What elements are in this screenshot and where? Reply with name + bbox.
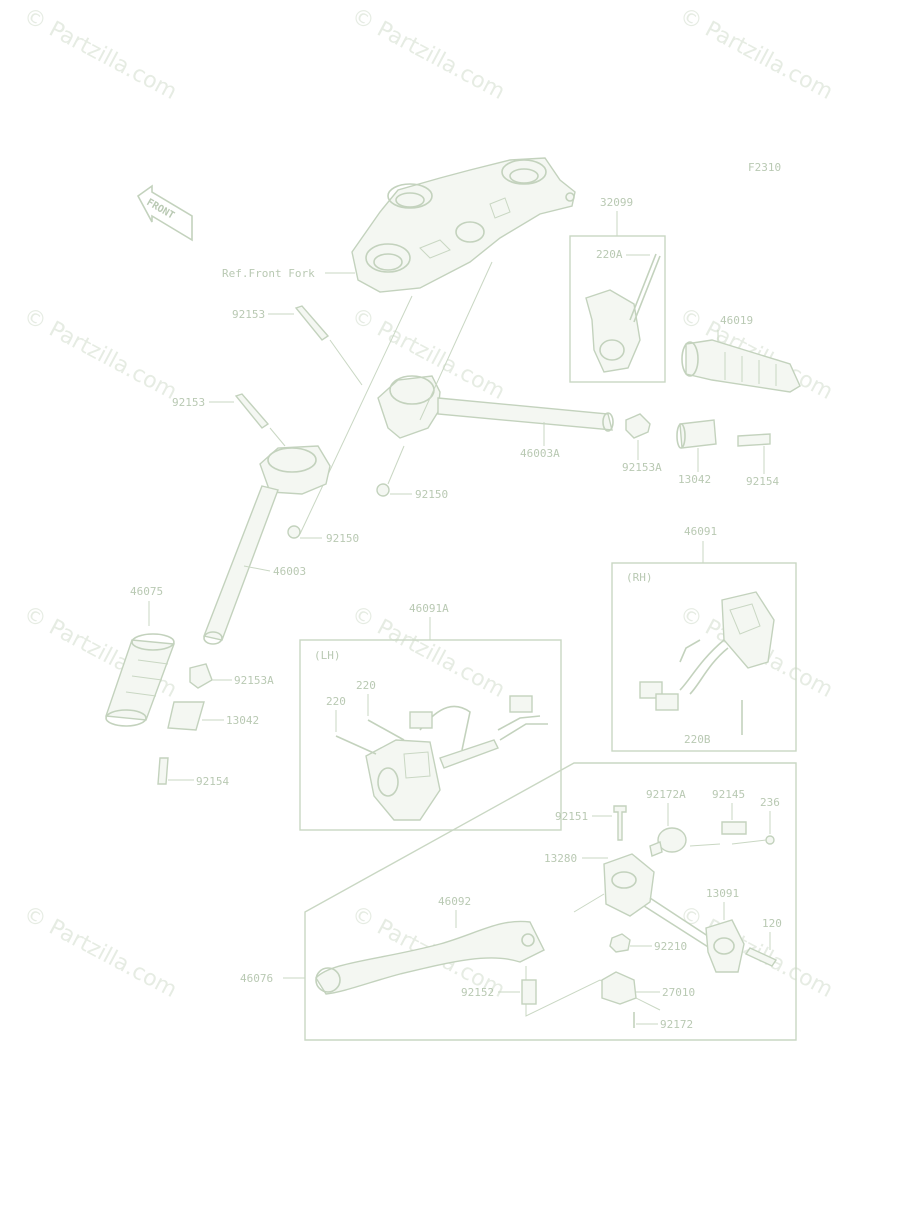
upper-triple-clamp xyxy=(351,157,576,293)
left-grip xyxy=(105,633,175,727)
watermark-10: © Partzilla.com xyxy=(19,901,181,1003)
label-13042-left: 13042 xyxy=(226,714,259,727)
label-13091: 13091 xyxy=(706,887,739,900)
watermark-4: © Partzilla.com xyxy=(19,303,181,405)
label-92210: 92210 xyxy=(654,940,687,953)
label-236: 236 xyxy=(760,796,780,809)
label-46076: 46076 xyxy=(240,972,273,985)
bar-end-weight-left xyxy=(189,663,213,689)
weight-13042-right xyxy=(679,419,717,449)
label-46019: 46019 xyxy=(720,314,753,327)
switch-27010 xyxy=(601,971,637,1005)
label-220-b: 220 xyxy=(326,695,346,708)
label-92172: 92172 xyxy=(660,1018,693,1031)
adjuster-92172A xyxy=(649,827,687,857)
rh-box-label: (RH) xyxy=(626,571,653,584)
label-92145: 92145 xyxy=(712,788,745,801)
right-handlebar xyxy=(377,375,614,439)
clutch-lever xyxy=(315,920,545,995)
label-46075: 46075 xyxy=(130,585,163,598)
label-92153-left: 92153 xyxy=(172,396,205,409)
rh-switch-assembly xyxy=(639,591,775,735)
label-46003A: 46003A xyxy=(520,447,560,460)
lh-switch-box xyxy=(299,639,562,831)
label-92150-left: 92150 xyxy=(326,532,359,545)
label-220A: 220A xyxy=(596,248,623,261)
bolt-92153-left xyxy=(234,393,270,429)
label-220-a: 220 xyxy=(356,679,376,692)
label-13280: 13280 xyxy=(544,852,577,865)
label-92153-top: 92153 xyxy=(232,308,265,321)
bolt-92150-center xyxy=(376,483,390,497)
screw-236 xyxy=(765,835,775,845)
right-grip xyxy=(681,339,801,393)
label-92154-left: 92154 xyxy=(196,775,229,788)
spring-92145 xyxy=(721,821,747,835)
label-13042-right: 13042 xyxy=(678,473,711,486)
label-27010: 27010 xyxy=(662,986,695,999)
left-handlebar xyxy=(203,445,331,645)
throttle-housing xyxy=(585,253,661,373)
label-32099: 32099 xyxy=(600,196,633,209)
pivot-bolt-92151 xyxy=(613,805,627,841)
watermark-3: © Partzilla.com xyxy=(675,3,837,105)
label-92152: 92152 xyxy=(461,986,494,999)
watermark-2: © Partzilla.com xyxy=(347,3,509,105)
lh-box-label: (LH) xyxy=(314,649,341,662)
label-92150-center: 92150 xyxy=(415,488,448,501)
nut-92210 xyxy=(609,933,631,953)
screw-92154-left xyxy=(157,757,169,785)
label-92153A-left: 92153A xyxy=(234,674,274,687)
rh-switch-box xyxy=(611,562,797,752)
lever-assembly-box xyxy=(304,762,797,1041)
weight-13042-left xyxy=(167,701,205,731)
label-46091: 46091 xyxy=(684,525,717,538)
label-46003: 46003 xyxy=(273,565,306,578)
label-92153A-right: 92153A xyxy=(622,461,662,474)
bolt-92153-top xyxy=(294,305,330,341)
watermark-layer: © Partzilla.com © Partzilla.com © Partzi… xyxy=(19,3,837,1003)
label-92172A: 92172A xyxy=(646,788,686,801)
label-46092: 46092 xyxy=(438,895,471,908)
label-220B: 220B xyxy=(684,733,711,746)
bolt-120 xyxy=(744,947,778,967)
lh-switch-assembly xyxy=(335,695,548,821)
screw-92154-right xyxy=(737,433,771,447)
watermark-1: © Partzilla.com xyxy=(19,3,181,105)
throttle-housing-box xyxy=(569,235,666,383)
label-120: 120 xyxy=(762,917,782,930)
ref-front-fork-label: Ref.Front Fork xyxy=(222,267,315,280)
diagram-code: F2310 xyxy=(748,161,781,174)
front-arrow-icon: FRONT xyxy=(136,184,193,242)
label-46091A: 46091A xyxy=(409,602,449,615)
label-92154-right: 92154 xyxy=(746,475,779,488)
label-92151: 92151 xyxy=(555,810,588,823)
bar-end-weight-right xyxy=(625,413,651,439)
clamp-13091 xyxy=(705,919,745,973)
bolt-92150-left xyxy=(287,525,301,539)
bushing-92152 xyxy=(521,979,537,1005)
